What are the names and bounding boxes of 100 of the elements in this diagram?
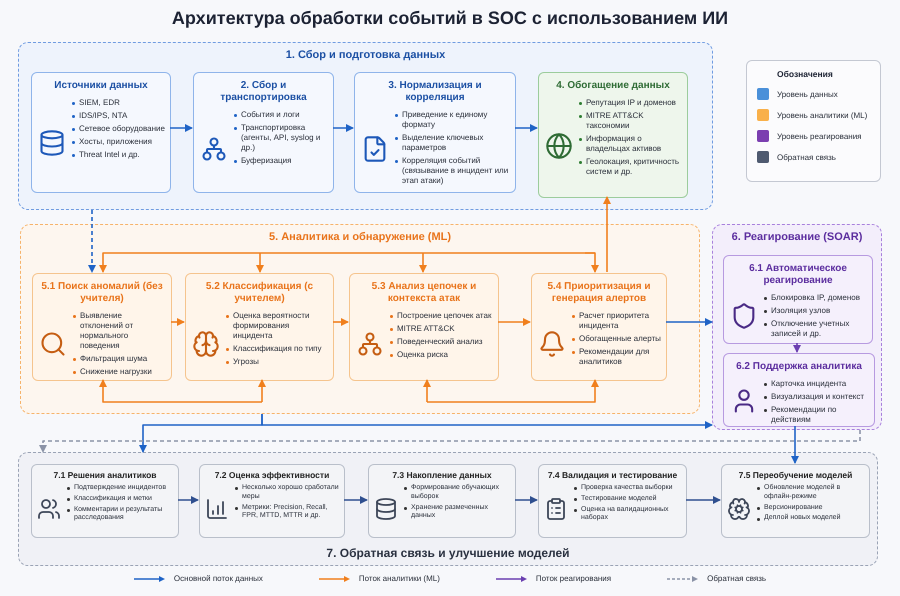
list-item: Буферизация xyxy=(234,156,328,166)
process-box xyxy=(185,273,334,381)
group-heading: 7. Обратная связь и улучшение моделей xyxy=(325,546,571,560)
legend-text: Основной поток данных xyxy=(174,574,263,583)
arrow xyxy=(333,318,349,326)
list-item: MITRE ATT&CK xyxy=(390,324,493,334)
arrow xyxy=(423,379,431,402)
list-item: Фильтрация шума xyxy=(73,354,166,364)
arrow xyxy=(256,253,264,273)
arrow xyxy=(258,379,266,402)
process-box xyxy=(368,464,516,538)
card-title: 7.2 Оценка эффективности xyxy=(214,470,330,480)
process-box xyxy=(31,72,171,193)
list-item: Обогащенные алерты xyxy=(572,334,661,344)
arrow xyxy=(39,430,861,453)
list-item: Блокировка IP, доменов xyxy=(764,293,867,303)
arrow xyxy=(791,426,799,464)
list-item: Поведенческий анализ xyxy=(390,337,493,347)
arrow xyxy=(171,318,185,326)
arrow xyxy=(344,496,368,504)
card-title: 7.5 Переобучение моделей xyxy=(738,470,854,480)
list-item: Оценка риска xyxy=(390,350,493,360)
card-title: 7.4 Валидация и тестирование xyxy=(546,470,678,480)
arrow xyxy=(603,196,611,272)
list-item: Карточка инцидента xyxy=(764,379,869,389)
list-item: Рекомендации для аналитиков xyxy=(572,347,661,367)
card-title: 4. Обогащение данных xyxy=(555,80,671,92)
group-heading: 1. Сбор и подготовка данных xyxy=(284,49,446,61)
process-box xyxy=(193,72,334,193)
list-item: Репутация IP и доменов xyxy=(579,98,682,108)
process-box xyxy=(538,464,687,538)
card-title: 5.4 Приоритизация и генерация алертов xyxy=(546,281,652,305)
list-item: Рекомендации по действиям xyxy=(764,405,869,425)
arrow xyxy=(261,414,713,429)
list-item: Снижение нагрузки xyxy=(73,367,166,377)
group-panel xyxy=(18,42,713,210)
arrow xyxy=(427,379,599,403)
process-box xyxy=(354,72,516,193)
arrow xyxy=(178,496,199,504)
list-item: Сетевое оборудование xyxy=(72,124,165,134)
list-item: Геолокация, критичность систем и др. xyxy=(579,157,682,177)
list-item: Приведение к единому формату xyxy=(395,110,510,130)
process-box xyxy=(538,72,688,198)
group-heading: 5. Аналитика и обнаружение (ML) xyxy=(268,231,452,243)
group-panel xyxy=(18,452,878,566)
process-box xyxy=(531,273,667,381)
process-box xyxy=(721,464,870,538)
legend-text: Уровень аналитики (ML) xyxy=(777,110,868,120)
list-item: Информация о владельцах активов xyxy=(579,134,682,154)
arrow xyxy=(170,124,193,132)
group-panel xyxy=(20,224,700,414)
card-title: 7.1 Решения аналитиков xyxy=(52,470,158,480)
arrow xyxy=(793,343,801,353)
card-title: 3. Нормализация и корреляция xyxy=(387,80,483,104)
list-item: Оценка вероятности формирования инцидента xyxy=(226,311,328,341)
legend-text: Поток реагирования xyxy=(536,574,612,583)
list-item: Угрозы xyxy=(226,357,328,367)
list-item: Threat Intel и др. xyxy=(72,150,165,160)
list-item: Расчет приоритета инцидента xyxy=(572,311,661,331)
list-item: IDS/IPS, NTA xyxy=(72,111,165,121)
arrow xyxy=(99,379,262,403)
card-title: 7.3 Накопление данных xyxy=(391,470,493,480)
list-item: Изоляция узлов xyxy=(764,306,867,316)
legend-text: Уровень данных xyxy=(777,90,838,98)
list-item: Классификация по типу xyxy=(226,344,328,354)
arrow xyxy=(515,496,538,504)
arrow xyxy=(585,252,599,273)
card-title: 6.2 Поддержка аналитика xyxy=(735,361,863,373)
list-item: Отключение учетных записей и др. xyxy=(764,319,867,339)
legend-text: Уровень реагирования xyxy=(777,132,862,140)
process-box xyxy=(31,464,179,538)
list-item: MITRE ATT&CK таксономии xyxy=(579,111,682,131)
list-item: SIEM, EDR xyxy=(72,98,165,108)
card-title: 5.1 Поиск аномалий (без учителя) xyxy=(40,281,164,305)
arrow xyxy=(515,124,538,132)
card-title: 2. Сбор и транспортировка xyxy=(219,80,308,104)
list-item: Выявление отклонений от нормального поведения xyxy=(73,311,166,351)
list-item: Транспортировка (агенты, API, syslog и др.) xyxy=(234,123,328,153)
card-title: 5.2 Классификация (с учителем) xyxy=(204,281,314,305)
legend-text: Обратная связь xyxy=(777,152,836,162)
list-item: Построение цепочек атак xyxy=(390,311,493,321)
arrow xyxy=(333,124,354,132)
list-item: Визуализация и контекст xyxy=(764,392,869,402)
process-box xyxy=(199,464,345,538)
arrow xyxy=(666,318,713,326)
arrow xyxy=(88,210,96,273)
arrow xyxy=(419,253,427,273)
list-item: Хосты, приложения xyxy=(72,137,165,147)
list-item: События и логи xyxy=(234,110,328,120)
card-title: 6.1 Автоматическое реагирование xyxy=(748,263,848,287)
legend-title: Обозначения xyxy=(776,69,834,79)
process-box xyxy=(723,353,875,427)
legend-text: Обратная связь xyxy=(707,574,766,583)
diagram-title: Архитектура обработки событий в SOC с использованием ИИ xyxy=(170,8,730,29)
group-panel xyxy=(712,224,882,430)
card-title: Источники данных xyxy=(53,80,149,92)
list-item: Выделение ключевых параметров xyxy=(395,133,510,153)
arrow xyxy=(686,496,721,504)
process-box xyxy=(723,255,873,344)
legend-text: Поток аналитики (ML) xyxy=(358,574,440,583)
